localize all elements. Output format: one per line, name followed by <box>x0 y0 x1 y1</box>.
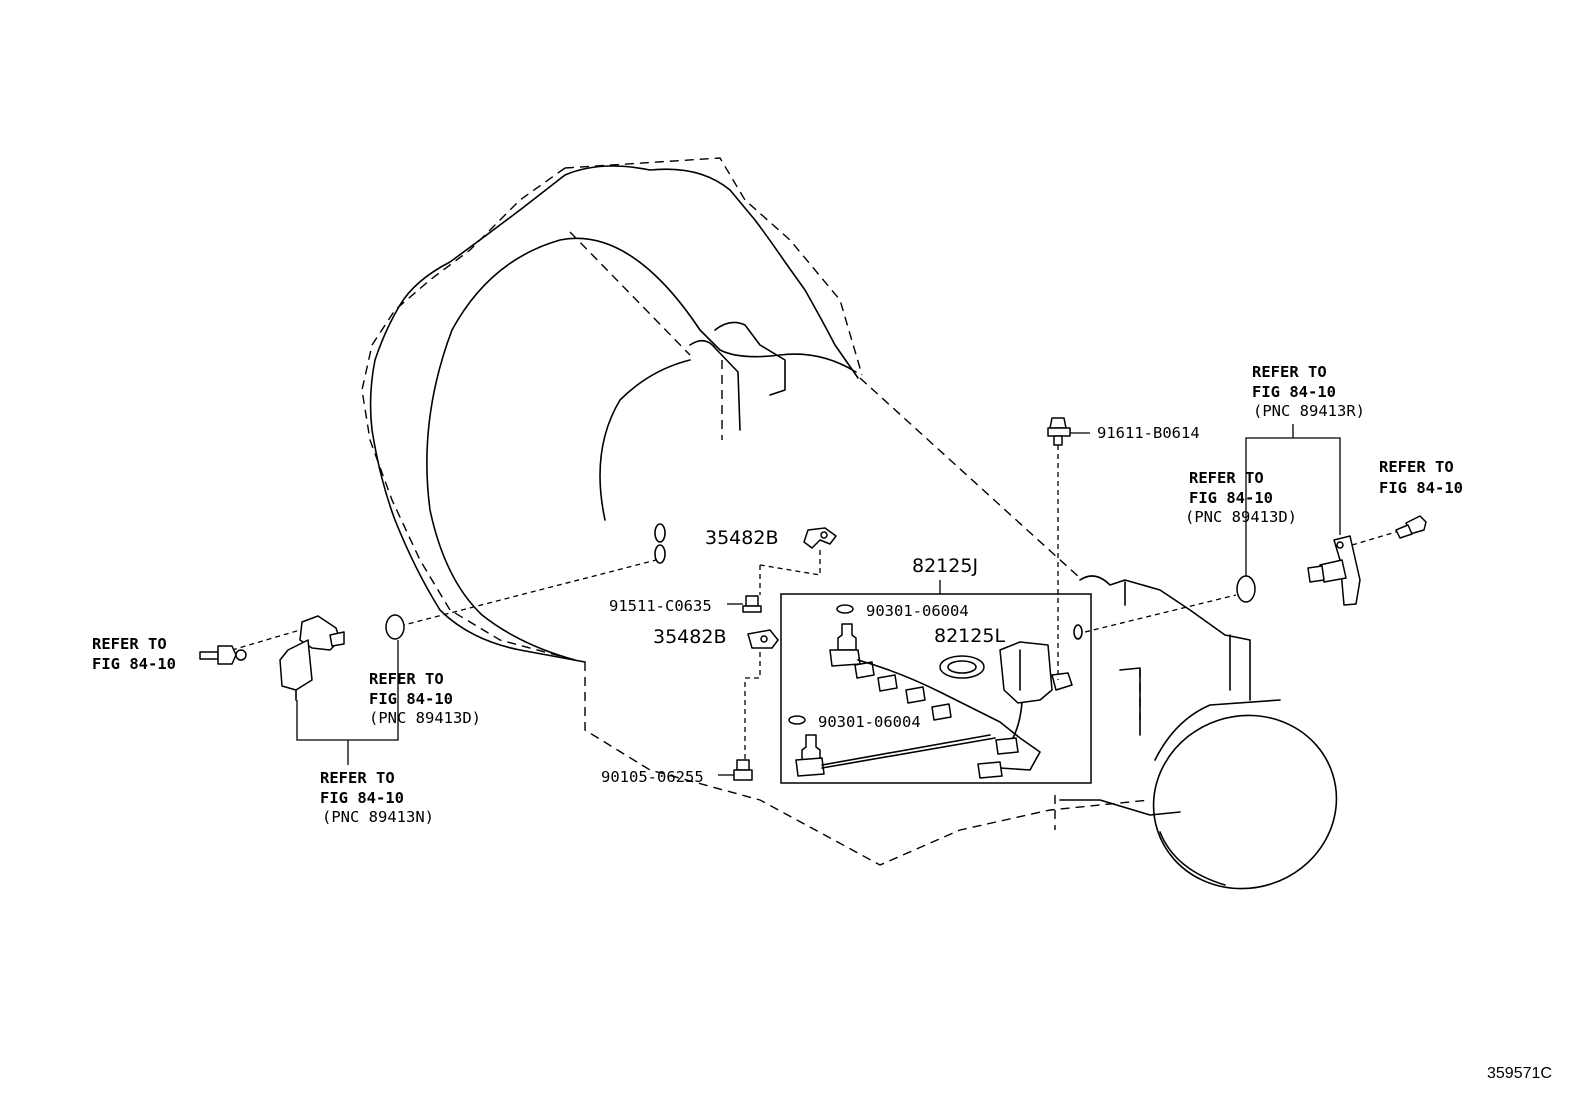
reference-labels: REFER TO FIG 84-10 REFER TO FIG 84-10 (P… <box>92 363 1463 826</box>
label-90301-a: 90301-06004 <box>866 602 969 620</box>
harness-solenoid-connectors <box>795 623 1041 779</box>
left-speed-sensor-group <box>199 559 657 765</box>
bracket-35482b-top <box>803 527 837 549</box>
o-ring-90301-a <box>836 604 854 614</box>
right-speed-sensor <box>1307 535 1361 606</box>
label-35482b-top: 35482B <box>705 527 778 549</box>
bolt-90105-06255 <box>718 759 753 781</box>
bolt-91511-c0635 <box>727 595 762 613</box>
o-ring-90301-b <box>788 715 806 725</box>
label-90105-06255: 90105-06255 <box>601 768 704 786</box>
ref-right-oring-line2: FIG 84-10 <box>1189 489 1273 507</box>
bracket-35482b-mid <box>747 629 779 649</box>
ref-left-sensor-line3: (PNC 89413N) <box>322 808 434 826</box>
left-bolt <box>199 645 247 665</box>
ref-left-sensor-line1: REFER TO <box>320 769 395 787</box>
wire-harness-82125j <box>780 580 1092 784</box>
label-90301-b: 90301-06004 <box>818 713 921 731</box>
label-82125l: 82125L <box>934 625 1005 647</box>
ref-right-sensor-line1: REFER TO <box>1252 363 1327 381</box>
center-parts-group <box>718 527 837 781</box>
ref-right-sensor-line3: (PNC 89413R) <box>1253 402 1365 420</box>
transmission-housing <box>361 157 1338 890</box>
harness-main-connector <box>999 641 1073 741</box>
ref-left-oring-line1: REFER TO <box>369 670 444 688</box>
grommet-82125l <box>939 655 985 679</box>
ref-right-sensor-line2: FIG 84-10 <box>1252 383 1336 401</box>
right-parts-group <box>1047 417 1427 680</box>
label-82125j: 82125J <box>912 555 978 577</box>
right-bolt <box>1395 515 1427 539</box>
label-91611-b0614: 91611-B0614 <box>1097 424 1200 442</box>
ref-left-oring-line2: FIG 84-10 <box>369 690 453 708</box>
ref-right-oring-line3: (PNC 89413D) <box>1185 508 1297 526</box>
bolt-91611-b0614 <box>1047 417 1090 446</box>
right-o-ring <box>1236 575 1256 603</box>
ref-right-bolt-line1: REFER TO <box>1379 458 1454 476</box>
label-35482b-mid: 35482B <box>653 626 726 648</box>
figure-number: 359571C <box>1487 1065 1552 1082</box>
left-speed-sensor <box>279 615 345 701</box>
ref-left-sensor-line2: FIG 84-10 <box>320 789 404 807</box>
ref-left-bolt-line1: REFER TO <box>92 635 167 653</box>
ref-left-bolt-line2: FIG 84-10 <box>92 655 176 673</box>
left-o-ring <box>385 614 405 640</box>
part-number-labels: 35482B 91511-C0635 35482B 90105-06255 82… <box>601 424 1200 786</box>
label-91511-c0635: 91511-C0635 <box>609 597 712 615</box>
ref-left-oring-line3: (PNC 89413D) <box>369 709 481 727</box>
ref-right-oring-line1: REFER TO <box>1189 469 1264 487</box>
ref-right-bolt-line2: FIG 84-10 <box>1379 479 1463 497</box>
